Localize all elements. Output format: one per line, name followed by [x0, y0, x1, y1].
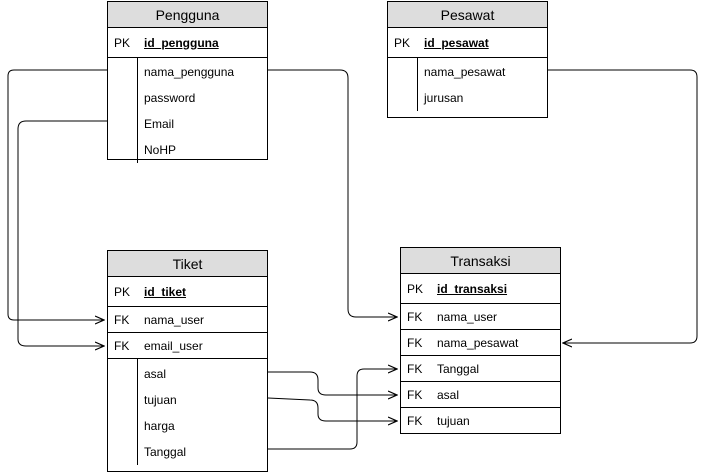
fk-label: FK	[114, 312, 130, 327]
fk-row: FK nama_pesawat	[401, 330, 560, 356]
attribute-row: NoHP	[108, 137, 267, 163]
attribute-name: nama_pengguna	[144, 65, 235, 79]
entity-pengguna[interactable]: Pengguna PK id_pengguna nama_pengguna pa…	[107, 1, 268, 163]
attribute-row: asal	[108, 361, 267, 387]
fk-label: FK	[407, 361, 423, 376]
attribute-name: Email	[144, 117, 175, 131]
pk-label: PK	[407, 281, 424, 296]
pk-label: PK	[114, 284, 131, 299]
fk-label: FK	[407, 335, 423, 350]
attribute-row: Email	[108, 111, 267, 137]
pk-field: id_tiket	[144, 284, 187, 299]
attribute-name: NoHP	[144, 143, 177, 157]
pk-field: id_transaksi	[437, 281, 508, 296]
attribute-row: password	[108, 85, 267, 111]
fk-label: FK	[407, 414, 423, 428]
entity-transaksi[interactable]: Transaksi PK id_transaksi FK nama_user F…	[400, 247, 561, 434]
connector-tiket-to-transaksi-asal	[268, 371, 397, 395]
attribute-row: harga	[108, 413, 267, 439]
connector-pengguna-to-tiket-email-user	[17, 120, 108, 346]
entity-title: Pesawat	[388, 2, 547, 28]
attribute-name: password	[144, 91, 196, 105]
pk-field: id_pesawat	[424, 35, 489, 50]
attribute-list: nama_pengguna password Email NoHP	[108, 58, 267, 163]
entity-tiket[interactable]: Tiket PK id_tiket FK nama_user FK email_…	[107, 250, 268, 472]
attribute-name: jurusan	[424, 91, 464, 105]
connector-pesawat-to-transaksi-nama-pesawat	[548, 69, 698, 343]
attribute-name: nama_pesawat	[424, 65, 506, 79]
attribute-row: tujuan	[108, 387, 267, 413]
fk-field: Tanggal	[437, 361, 480, 376]
fk-row: FK email_user	[108, 333, 267, 359]
pk-label: PK	[394, 35, 411, 50]
fk-row: FK tujuan	[401, 408, 560, 434]
fk-label: FK	[114, 338, 130, 353]
fk-field: nama_user	[144, 312, 205, 327]
fk-label: FK	[407, 309, 423, 324]
fk-label: FK	[407, 387, 423, 402]
attribute-row: Tanggal	[108, 439, 267, 465]
fk-row: FK asal	[401, 382, 560, 408]
attribute-list: asal tujuan harga Tanggal	[108, 359, 267, 465]
pk-row: PK id_pengguna	[108, 28, 267, 58]
connector-pengguna-to-transaksi-nama-user	[268, 69, 397, 317]
pk-row: PK id_tiket	[108, 277, 267, 307]
pk-row: PK id_transaksi	[401, 274, 560, 304]
attribute-row: nama_pesawat	[388, 59, 547, 85]
connector-tiket-to-transaksi-tanggal	[268, 369, 397, 450]
attribute-name: harga	[144, 419, 175, 433]
connector-tiket-to-transaksi-tujuan	[267, 397, 397, 421]
attribute-list: nama_pesawat jurusan	[388, 58, 547, 111]
connector-pengguna-to-tiket-nama-user	[7, 69, 108, 320]
attribute-name: asal	[144, 367, 167, 381]
attribute-row: jurusan	[388, 85, 547, 111]
fk-field: asal	[437, 387, 460, 402]
pk-field: id_pengguna	[144, 35, 219, 50]
fk-row: FK nama_user	[401, 304, 560, 330]
pk-label: PK	[114, 35, 131, 50]
fk-field: nama_user	[437, 309, 498, 324]
attribute-row: nama_pengguna	[108, 59, 267, 85]
entity-title: Transaksi	[401, 248, 560, 274]
attribute-name: Tanggal	[144, 445, 187, 459]
pk-row: PK id_pesawat	[388, 28, 547, 58]
entity-pesawat[interactable]: Pesawat PK id_pesawat nama_pesawat jurus…	[387, 1, 548, 118]
entity-title: Tiket	[108, 251, 267, 277]
fk-field: email_user	[144, 338, 203, 353]
fk-field: tujuan	[437, 414, 470, 428]
attribute-name: tujuan	[144, 393, 177, 407]
fk-row: FK Tanggal	[401, 356, 560, 382]
fk-row: FK nama_user	[108, 307, 267, 333]
entity-title: Pengguna	[108, 2, 267, 28]
fk-field: nama_pesawat	[437, 335, 519, 350]
